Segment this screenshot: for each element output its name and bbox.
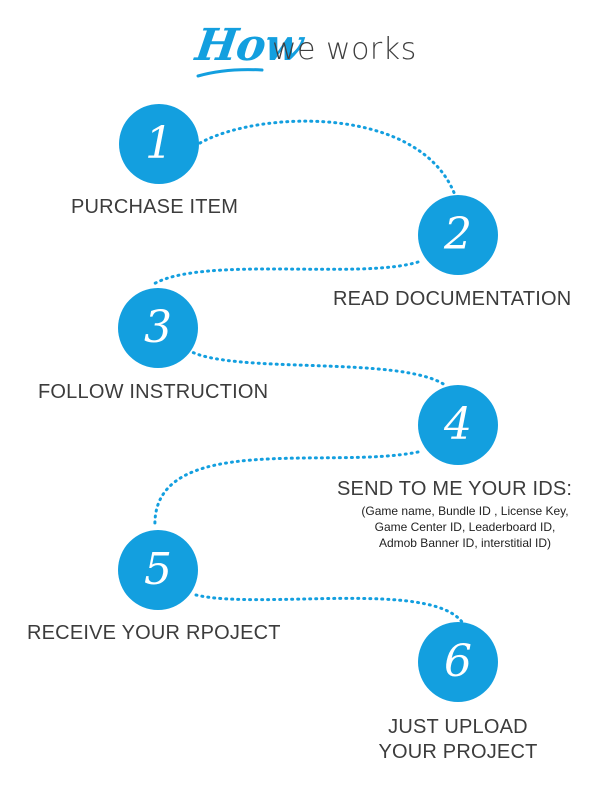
- step-2-number: 2: [444, 209, 472, 260]
- step-5-circle: 5: [118, 530, 198, 610]
- step-4-detail-line: Game Center ID, Leaderboard ID,: [374, 520, 556, 534]
- page-title: How we works: [0, 18, 615, 88]
- step-4-number: 4: [444, 399, 472, 450]
- step-6-circle: 6: [418, 622, 498, 702]
- step-3-circle: 3: [118, 288, 198, 368]
- step-1-number: 1: [145, 118, 173, 169]
- connector-1-2: [198, 119, 457, 197]
- step-6-number: 6: [444, 636, 472, 687]
- title-underline: [196, 68, 264, 78]
- title-text: we works: [272, 32, 417, 67]
- connector-4-5: [153, 450, 420, 530]
- step-4-detail-line: (Game name, Bundle ID , License Key,: [361, 504, 569, 518]
- step-4-detail-line: Admob Banner ID, interstitial ID): [378, 536, 552, 550]
- step-5-number: 5: [144, 544, 172, 595]
- connector-5-6: [194, 593, 464, 624]
- step-6-label-line-2: YOUR PROJECT: [378, 741, 538, 763]
- step-1-label: PURCHASE ITEM: [71, 196, 239, 218]
- step-3-label: FOLLOW INSTRUCTION: [38, 381, 269, 403]
- connector-3-4: [186, 348, 447, 387]
- step-2-circle: 2: [418, 195, 498, 275]
- step-4-circle: 4: [418, 385, 498, 465]
- step-6-label-line-1: JUST UPLOAD: [388, 716, 528, 738]
- connector-2-3: [150, 260, 420, 287]
- step-1-circle: 1: [119, 104, 199, 184]
- step-3-number: 3: [144, 302, 172, 353]
- step-6-label: JUST UPLOAD YOUR PROJECT: [358, 715, 558, 765]
- step-5-label: RECEIVE YOUR RPOJECT: [27, 622, 281, 644]
- step-2-label: READ DOCUMENTATION: [333, 288, 572, 310]
- step-4-label: SEND TO ME YOUR IDS:: [337, 478, 573, 500]
- step-4-details: (Game name, Bundle ID , License Key, Gam…: [330, 503, 600, 551]
